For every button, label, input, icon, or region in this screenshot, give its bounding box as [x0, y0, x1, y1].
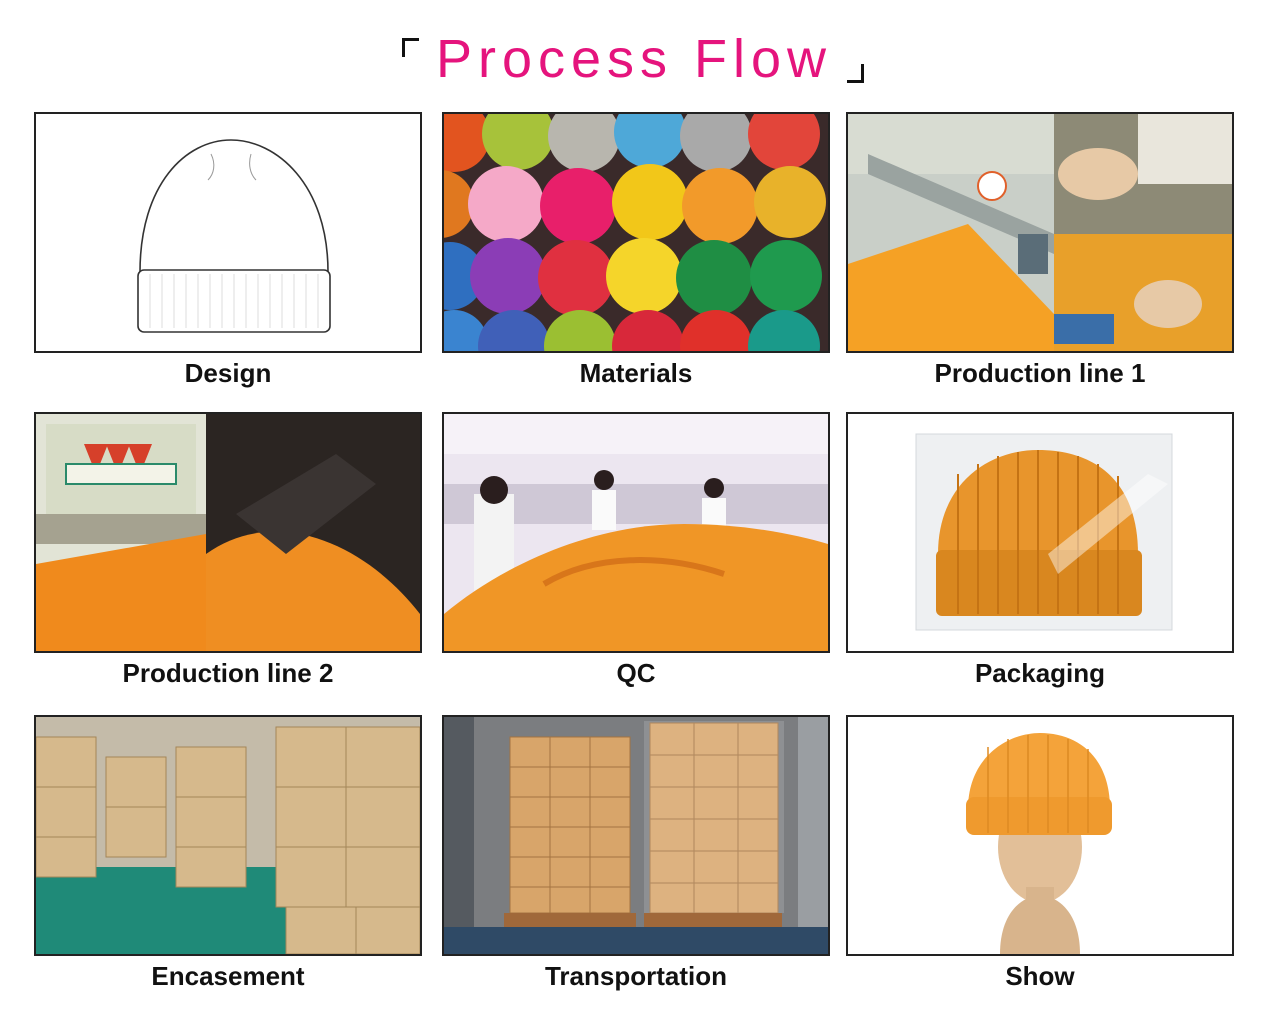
- step-image-frame: [34, 715, 422, 956]
- step-label: Show: [1005, 961, 1075, 991]
- step-image-frame: [442, 715, 830, 956]
- bagged-beanie-image: [848, 414, 1232, 651]
- step-card-show: Show: [846, 715, 1234, 992]
- container-pallets-image: [444, 717, 828, 954]
- step-label: Production line 2: [122, 658, 334, 688]
- step-card-transportation: Transportation: [442, 715, 830, 992]
- step-card-qc: QC: [442, 412, 830, 689]
- yarn-balls-image: [444, 114, 828, 351]
- page-title: Process Flow: [435, 29, 833, 89]
- step-label: Materials: [579, 358, 693, 388]
- left-corner-bracket: [402, 38, 419, 57]
- title-block: Process Flow: [0, 22, 1268, 92]
- step-label: Production line 1: [934, 358, 1146, 388]
- hat-sketch-image: [36, 114, 420, 351]
- step-card-production-line-1: Production line 1: [846, 112, 1234, 389]
- step-image-frame: [34, 112, 422, 353]
- step-image-frame: [846, 412, 1234, 653]
- warehouse-boxes-image: [36, 717, 420, 954]
- knitting-machine-image: [848, 114, 1232, 351]
- step-card-design: Design: [34, 112, 422, 389]
- step-image-frame: [34, 412, 422, 653]
- step-label: Encasement: [151, 961, 305, 991]
- inspection-workshop-image: [444, 414, 828, 651]
- step-label: Packaging: [974, 658, 1106, 688]
- step-card-materials: Materials: [442, 112, 830, 389]
- step-card-production-line-2: Production line 2: [34, 412, 422, 689]
- step-image-frame: [846, 715, 1234, 956]
- step-label: Design: [184, 358, 272, 388]
- step-image-frame: [442, 412, 830, 653]
- mannequin-beanie-image: [848, 717, 1232, 954]
- step-image-frame: [846, 112, 1234, 353]
- right-corner-bracket: [847, 64, 864, 83]
- step-image-frame: [442, 112, 830, 353]
- step-label: Transportation: [544, 961, 727, 991]
- embroidery-machine-image: [36, 414, 420, 651]
- step-card-encasement: Encasement: [34, 715, 422, 992]
- step-card-packaging: Packaging: [846, 412, 1234, 689]
- step-label: QC: [616, 658, 656, 688]
